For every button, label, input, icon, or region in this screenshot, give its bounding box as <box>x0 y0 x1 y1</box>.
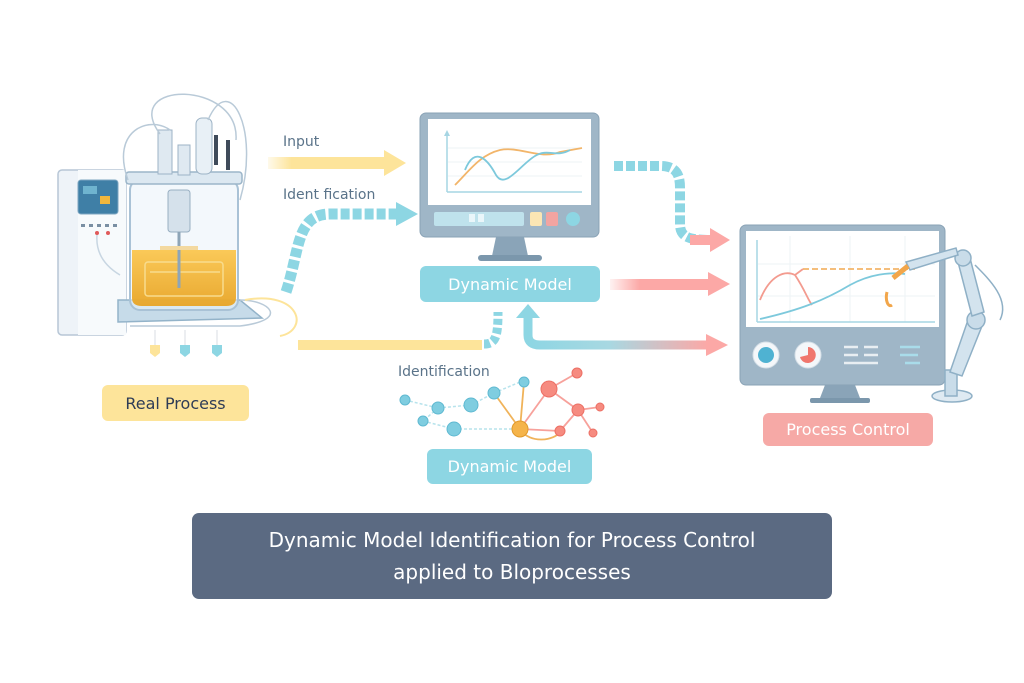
dynamic-model-label-top: Dynamic Model <box>448 274 572 294</box>
process-control-label: Process Control <box>786 420 910 439</box>
process-control-node[interactable]: Process Control <box>763 413 933 446</box>
input-arrow <box>268 150 406 176</box>
model-to-control-arrow-middle <box>610 272 730 296</box>
identification-label-bottom: Identification <box>398 364 490 380</box>
output-bar <box>298 311 503 350</box>
dynamic-model-label-bottom: Dynamic Model <box>447 457 572 476</box>
model-to-control-arrow-top <box>614 161 730 252</box>
identification-label-top: Ident fication <box>283 187 376 203</box>
banner-title-line1: Dynamic Model Identification for Process… <box>268 528 756 552</box>
real-process-node[interactable]: Real Process <box>102 385 249 421</box>
input-label: Input <box>283 134 320 150</box>
identification-arrow-top <box>280 202 418 294</box>
network-graph <box>399 367 605 441</box>
process-control-monitor <box>739 224 946 403</box>
cabinet-screen <box>77 179 119 215</box>
dynamic-model-node-bottom[interactable]: Dynamic Model <box>427 449 592 484</box>
bioreactor-illustration <box>57 93 272 357</box>
feedback-arrow-to-control <box>516 304 728 356</box>
banner-title-line2: applied to Bloprocesses <box>393 560 631 584</box>
dynamic-model-monitor <box>419 112 600 261</box>
title-banner: Dynamic Model Identification for Process… <box>192 513 832 599</box>
real-process-label: Real Process <box>125 393 226 413</box>
dynamic-model-node-top[interactable]: Dynamic Model <box>420 266 600 302</box>
feedback-ring <box>244 297 298 337</box>
robot-arm <box>891 247 1004 403</box>
